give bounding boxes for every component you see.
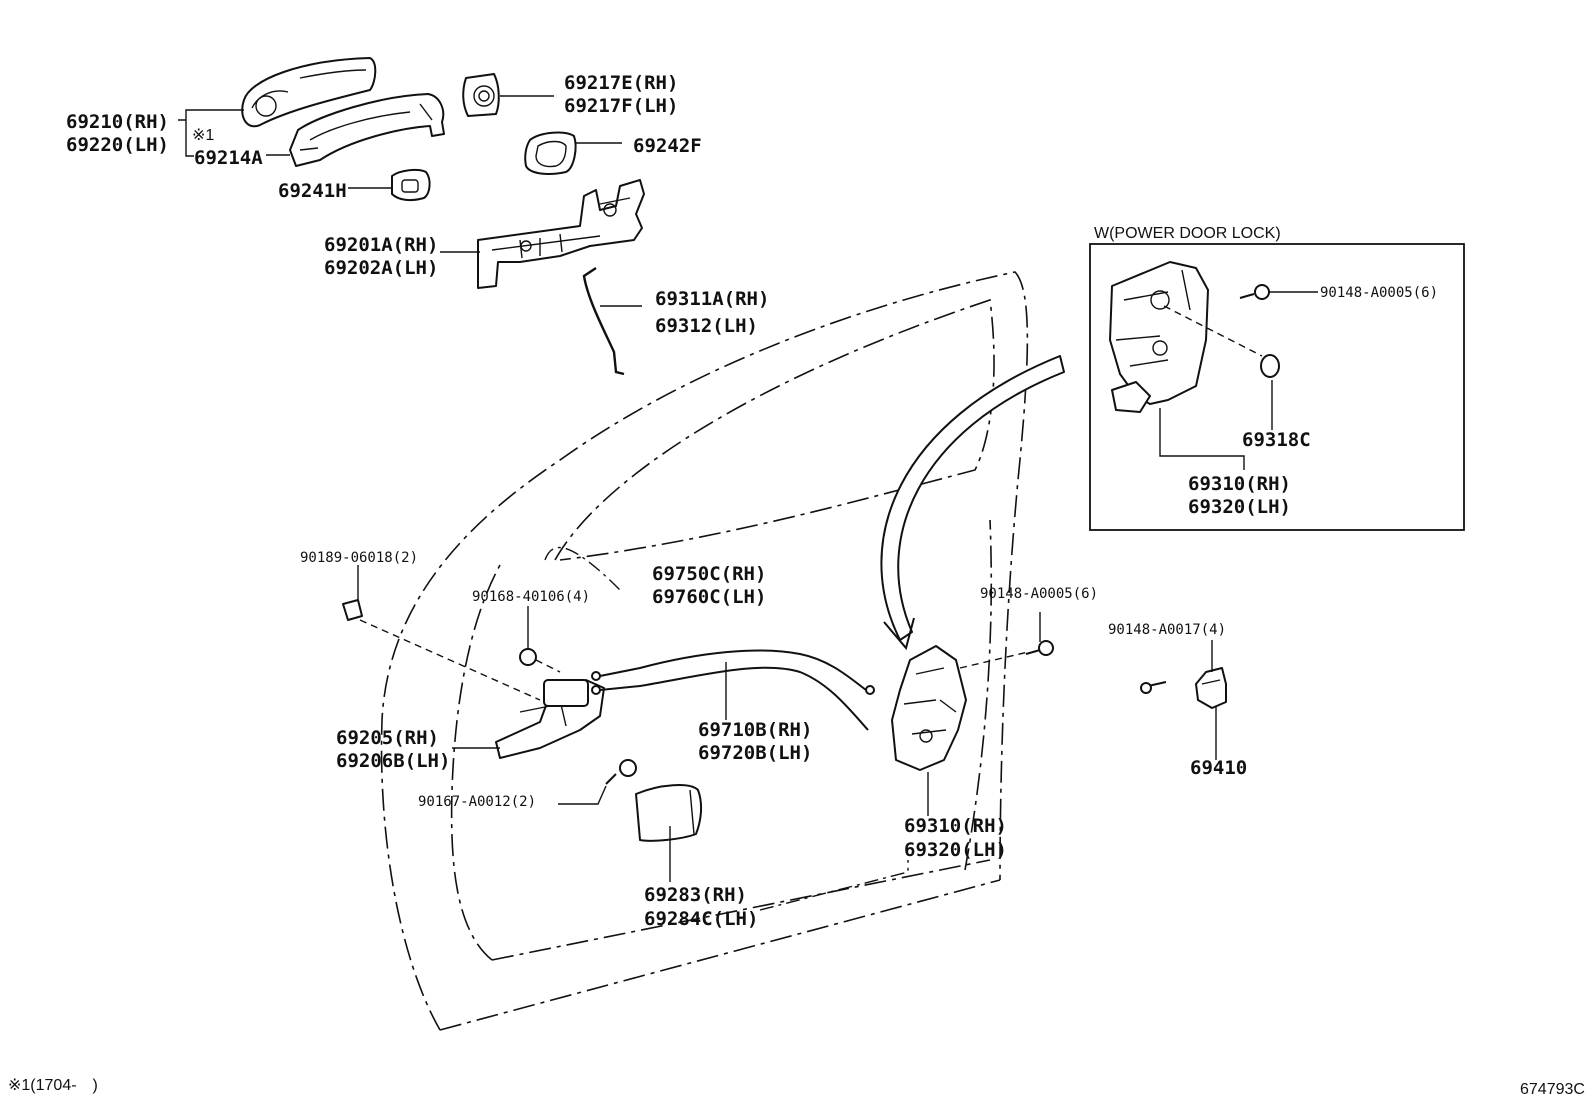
label-69205: 69205(RH) [336, 727, 439, 749]
handle-bezel-part [635, 784, 703, 842]
label-69760c: 69760C(LH) [652, 586, 766, 608]
label-69710b: 69710B(RH) [698, 719, 812, 741]
label-90148-a0017: 90148-A0017(4) [1108, 622, 1226, 638]
label-69310-main: 69310(RH) [904, 815, 1007, 837]
label-69283: 69283(RH) [644, 884, 747, 906]
striker-part [1140, 667, 1227, 709]
label-69284c: 69284C(LH) [644, 908, 758, 930]
label-69217e: 69217E(RH) [564, 72, 678, 94]
label-69217f: 69217F(LH) [564, 95, 678, 117]
door-outline [380, 271, 1029, 1031]
outside-handle-part [289, 93, 445, 167]
label-69410: 69410 [1190, 757, 1247, 779]
label-90168: 90168-40106(4) [472, 589, 590, 605]
inset-label-69310: 69310(RH) [1188, 473, 1291, 495]
door-rod-part [582, 267, 625, 376]
label-69720b: 69720B(LH) [698, 742, 812, 764]
label-69220: 69220(LH) [66, 134, 169, 156]
inset-label-90148: 90148-A0005(6) [1320, 285, 1438, 301]
door-cable-arc-part [880, 355, 1065, 651]
power-door-lock-inset [1089, 243, 1465, 531]
label-69320-main: 69320(LH) [904, 839, 1007, 861]
inside-handle-screw-part [605, 759, 637, 785]
label-69750c: 69750C(RH) [652, 563, 766, 585]
label-69206b: 69206B(LH) [336, 750, 450, 772]
label-69214a: 69214A [194, 147, 263, 169]
label-69210: 69210(RH) [66, 111, 169, 133]
inset-label-69318c: 69318C [1242, 429, 1311, 451]
diagram-id: 674793C [1520, 1081, 1585, 1098]
top-leaders [178, 95, 642, 307]
label-69311a: 69311A(RH) [655, 288, 769, 310]
label-69201a: 69201A(RH) [324, 234, 438, 256]
footer-note: ※1(1704- ) [8, 1077, 98, 1094]
handle-pad-part [391, 168, 431, 202]
handle-gasket-part [524, 131, 577, 175]
lock-bolt-part [1025, 640, 1054, 656]
clip-part [342, 599, 541, 701]
inset-title: W(POWER DOOR LOCK) [1094, 225, 1281, 242]
middle-leaders [357, 546, 1217, 911]
inside-handle-part [495, 679, 605, 759]
inset-label-69320: 69320(LH) [1188, 496, 1291, 518]
label-69242f: 69242F [633, 135, 702, 157]
screw-part [519, 648, 561, 673]
outside-handle-cover-part [241, 57, 377, 128]
lock-cables-part [591, 649, 875, 731]
label-69241h: 69241H [278, 180, 347, 202]
door-lock-assembly-part [891, 645, 1029, 771]
label-69202a: 69202A(LH) [324, 257, 438, 279]
label-90189: 90189-06018(2) [300, 550, 418, 566]
key-cylinder-cap-part [462, 73, 500, 117]
label-69312: 69312(LH) [655, 315, 758, 337]
label-90148-main: 90148-A0005(6) [980, 586, 1098, 602]
handle-frame-part [477, 179, 645, 289]
label-note-mark: ※1 [192, 127, 214, 144]
label-90167: 90167-A0012(2) [418, 794, 536, 810]
